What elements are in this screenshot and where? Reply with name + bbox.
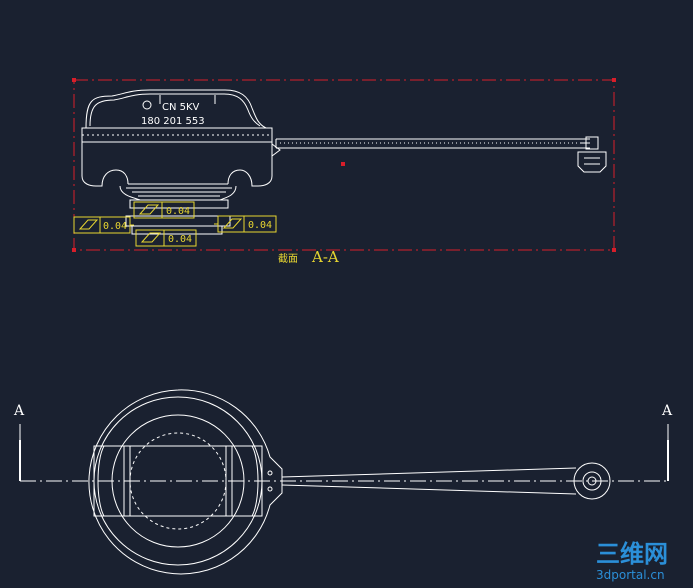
flatness-icon — [138, 204, 160, 215]
tolerance-value: 0.04 — [168, 234, 192, 245]
section-label-prefix: 截面 — [278, 252, 298, 265]
fuel-cap-plan-view — [88, 389, 611, 575]
section-label-name: A-A — [311, 248, 339, 266]
tolerance-frame-left — [73, 216, 134, 234]
flatness-icon — [140, 232, 162, 243]
watermark-url: 3dportal.cn — [596, 568, 665, 582]
fuel-cap-section-view — [81, 89, 607, 235]
cap-marking-line1: CN 5KV — [162, 102, 200, 113]
flatness-icon — [78, 219, 99, 230]
cap-marking-line2: 180 201 553 — [141, 116, 205, 127]
flatness-icon — [222, 218, 243, 229]
logo-icon — [142, 100, 152, 110]
cap-marking-text: CN 5KV 180 201 553 — [141, 100, 205, 127]
watermark: 三维网 3dportal.cn — [596, 540, 668, 582]
tolerance-frame-right — [214, 215, 277, 233]
tolerance-value: 0.04 — [166, 206, 190, 217]
tolerance-value: 0.04 — [248, 220, 272, 231]
tolerance-frame-upper — [133, 201, 195, 219]
tolerance-value: 0.04 — [103, 221, 127, 232]
section-boundary-frame — [73, 79, 615, 251]
section-cut-markers — [19, 424, 669, 481]
cut-label-left: A — [13, 403, 25, 419]
boundary-markers — [72, 78, 616, 252]
tolerance-frame-lower — [135, 229, 197, 247]
cut-label-right: A — [661, 403, 673, 419]
tolerance-values: 0.04 0.04 0.04 0.04 — [103, 206, 272, 245]
watermark-logo-text: 三维网 — [596, 540, 668, 568]
geometric-tolerance-annotations — [73, 201, 277, 247]
